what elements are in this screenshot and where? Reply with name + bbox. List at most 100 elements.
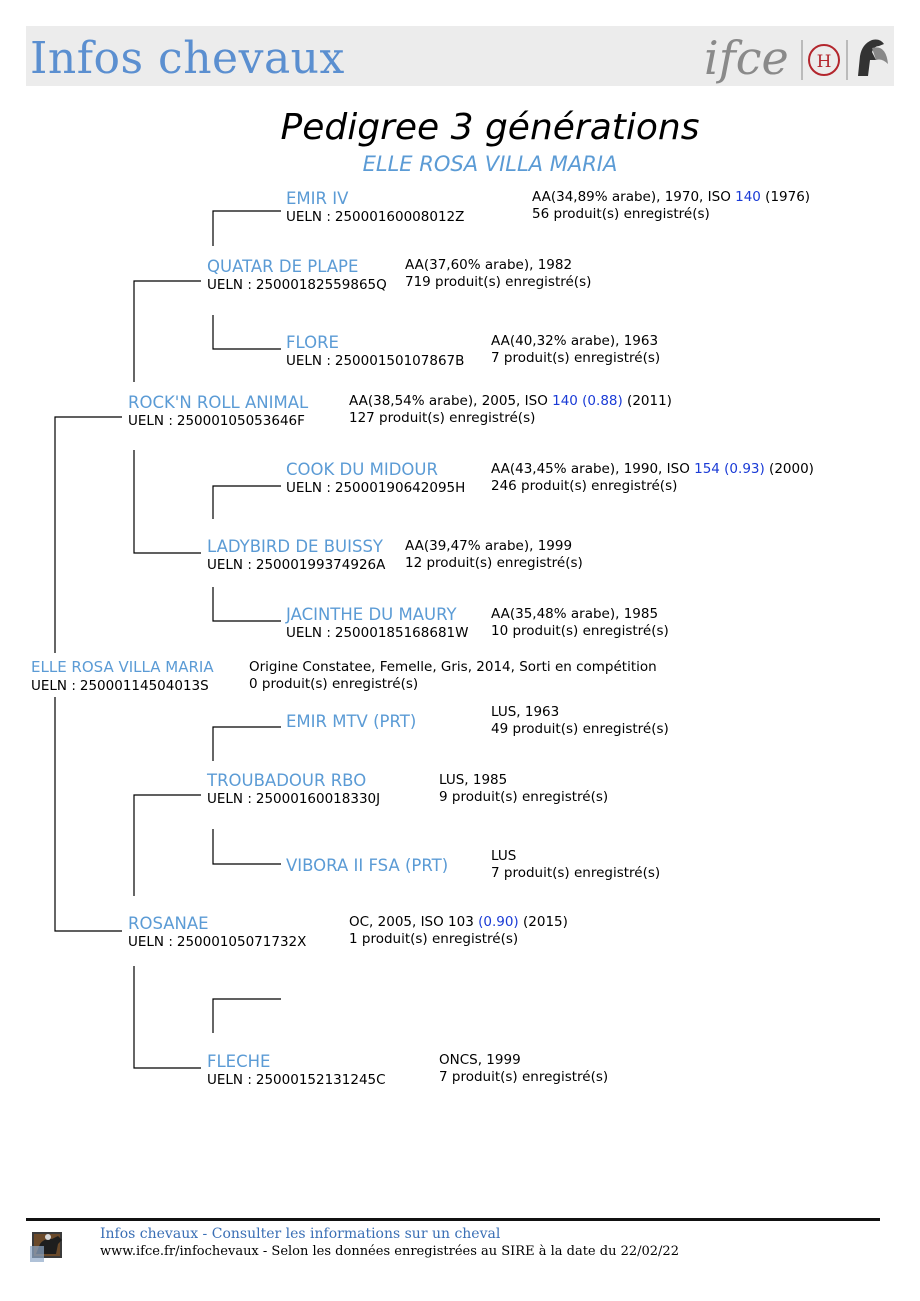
horse-ueln: UELN :25000105071732X <box>128 933 306 951</box>
horse-info-dam-dam: ONCS, 1999 7 produit(s) enregistré(s) <box>439 1052 608 1086</box>
horse-products-count: 9 produit(s) enregistré(s) <box>439 789 609 805</box>
horse-info-sire-sire: AA(37,60% arabe), 1982 719 produit(s) en… <box>405 257 591 291</box>
horse-info-year: (2015) <box>518 914 568 930</box>
horse-sire-dam-sire: COOK DU MIDOUR UELN :25000190642095H <box>286 460 465 497</box>
footer-rule <box>26 1218 880 1221</box>
horse-info-year: (2011) <box>622 393 672 409</box>
ueln-value: 25000199374926A <box>255 557 386 573</box>
horse-name-link[interactable]: EMIR IV <box>286 189 349 208</box>
horse-info-line: LUS, 1963 <box>491 704 560 720</box>
horse-info-dam: OC, 2005, ISO 103 (0.90) (2015) 1 produi… <box>349 914 568 948</box>
ueln-value: 25000152131245C <box>255 1072 386 1088</box>
horse-products-count: 0 produit(s) enregistré(s) <box>249 676 419 692</box>
iso-index-link[interactable]: 154 (0.93) <box>694 461 765 477</box>
horse-dam: ROSANAE UELN :25000105071732X <box>128 914 306 951</box>
horse-name-link[interactable]: QUATAR DE PLAPE <box>207 257 359 276</box>
ueln-value: 25000105053646F <box>176 413 305 429</box>
horse-ueln: UELN :25000199374926A <box>207 556 385 574</box>
horse-ueln: UELN :25000152131245C <box>207 1071 386 1089</box>
horse-name-link[interactable]: ELLE ROSA VILLA MARIA <box>31 658 214 676</box>
header-band <box>26 26 894 86</box>
ueln-value: 25000160018330J <box>255 791 381 807</box>
horse-info-dam-sire: LUS, 1985 9 produit(s) enregistré(s) <box>439 772 608 806</box>
horse-products-count: 12 produit(s) enregistré(s) <box>405 555 583 571</box>
horse-info-sire-dam: AA(39,47% arabe), 1999 12 produit(s) enr… <box>405 538 583 572</box>
horse-info-line: OC, 2005, ISO 103 <box>349 914 479 930</box>
horse-products-count: 7 produit(s) enregistré(s) <box>439 1069 609 1085</box>
horse-dam-sire-sire: EMIR MTV (PRT) <box>286 712 416 731</box>
horse-products-count: 7 produit(s) enregistré(s) <box>491 865 661 881</box>
ueln-label: UELN : <box>286 480 331 496</box>
horse-sire-sire-dam: FLORE UELN :25000150107867B <box>286 333 464 370</box>
horse-sire-sire: QUATAR DE PLAPE UELN :25000182559865Q <box>207 257 387 294</box>
ueln-label: UELN : <box>286 209 331 225</box>
page-subheading: ELLE ROSA VILLA MARIA <box>362 152 618 176</box>
horse-products-count: 719 produit(s) enregistré(s) <box>405 274 592 290</box>
ueln-value: 25000190642095H <box>334 480 466 496</box>
horse-name-link[interactable]: ROCK'N ROLL ANIMAL <box>128 393 309 412</box>
horse-info-sire-sire-sire: AA(34,89% arabe), 1970, ISO 140 (1976) 5… <box>532 189 810 223</box>
ueln-value: 25000185168681W <box>334 625 469 641</box>
ifce-logo[interactable]: ifce H <box>700 30 890 86</box>
horse-dam-sire-dam: VIBORA II FSA (PRT) <box>286 856 448 875</box>
ueln-label: UELN : <box>207 277 252 293</box>
ifce-logo-text: ifce <box>704 31 789 85</box>
iso-index-link[interactable]: 140 (0.88) <box>552 393 623 409</box>
ueln-value: 25000105071732X <box>176 934 307 950</box>
iso-index-link[interactable]: 140 <box>735 189 761 205</box>
horse-info-line: Origine Constatee, Femelle, Gris, 2014, … <box>249 659 657 675</box>
horse-info-line: ONCS, 1999 <box>439 1052 521 1068</box>
horse-products-count: 49 produit(s) enregistré(s) <box>491 721 669 737</box>
ueln-label: UELN : <box>128 413 173 429</box>
horse-info-year: (1976) <box>760 189 811 205</box>
horse-products-count: 7 produit(s) enregistré(s) <box>491 350 661 366</box>
horse-products-count: 10 produit(s) enregistré(s) <box>491 623 669 639</box>
horse-name-link[interactable]: COOK DU MIDOUR <box>286 460 438 479</box>
horse-products-count: 1 produit(s) enregistré(s) <box>349 931 519 947</box>
horse-products-count: 246 produit(s) enregistré(s) <box>491 478 678 494</box>
horse-info-sire-sire-dam: AA(40,32% arabe), 1963 7 produit(s) enre… <box>491 333 660 367</box>
ueln-label: UELN : <box>128 934 173 950</box>
site-title: Infos chevaux <box>30 33 345 84</box>
horse-name-link[interactable]: FLECHE <box>207 1052 271 1071</box>
horse-name-link[interactable]: ROSANAE <box>128 914 209 933</box>
horse-info-dam-sire-sire: LUS, 1963 49 produit(s) enregistré(s) <box>491 704 669 738</box>
horse-info-year: (2000) <box>764 461 814 477</box>
horse-sire-dam: LADYBIRD DE BUISSY UELN :25000199374926A <box>207 537 385 574</box>
horse-info-line: AA(39,47% arabe), 1999 <box>405 538 573 554</box>
horse-ueln: UELN :25000105053646F <box>128 412 308 430</box>
horse-ueln: UELN :25000182559865Q <box>207 276 387 294</box>
ueln-label: UELN : <box>286 625 331 641</box>
horse-name-link[interactable]: LADYBIRD DE BUISSY <box>207 537 384 556</box>
horse-ueln: UELN :25000185168681W <box>286 624 468 642</box>
horse-logo-icon <box>858 39 884 76</box>
horse-ueln: UELN :25000160008012Z <box>286 208 464 226</box>
footer-title-link[interactable]: Infos chevaux - Consulter les informatio… <box>100 1226 501 1242</box>
horse-info-dam-sire-dam: LUS 7 produit(s) enregistré(s) <box>491 848 660 882</box>
horse-info-line: AA(40,32% arabe), 1963 <box>491 333 659 349</box>
horse-info-subject: Origine Constatee, Femelle, Gris, 2014, … <box>249 659 657 693</box>
horse-info-line: AA(34,89% arabe), 1970, ISO <box>532 189 736 205</box>
horse-ueln: UELN :25000160018330J <box>207 790 380 808</box>
page-heading: Pedigree 3 générations <box>280 107 700 148</box>
horse-ueln: UELN :25000114504013S <box>31 677 214 695</box>
iso-index-link[interactable]: (0.90) <box>478 914 519 930</box>
horse-dam-dam: FLECHE UELN :25000152131245C <box>207 1052 386 1089</box>
horse-name-link[interactable]: EMIR MTV (PRT) <box>286 712 417 731</box>
horse-name-link[interactable]: TROUBADOUR RBO <box>207 771 367 790</box>
horse-sire-dam-dam: JACINTHE DU MAURY UELN :25000185168681W <box>286 605 468 642</box>
horse-name-link[interactable]: FLORE <box>286 333 339 352</box>
horse-products-count: 127 produit(s) enregistré(s) <box>349 410 536 426</box>
ueln-value: 25000114504013S <box>79 678 209 694</box>
ueln-label: UELN : <box>286 353 331 369</box>
horse-info-line: AA(37,60% arabe), 1982 <box>405 257 573 273</box>
horse-info-sire: AA(38,54% arabe), 2005, ISO 140 (0.88) (… <box>349 393 672 427</box>
ueln-value: 25000160008012Z <box>334 209 465 225</box>
horse-info-line: AA(35,48% arabe), 1985 <box>491 606 659 622</box>
haras-seal-icon <box>808 44 840 76</box>
horse-name-link[interactable]: VIBORA II FSA (PRT) <box>286 856 449 875</box>
horse-info-line: AA(38,54% arabe), 2005, ISO <box>349 393 553 409</box>
horse-sire-sire-sire: EMIR IV UELN :25000160008012Z <box>286 189 464 226</box>
horse-name-link[interactable]: JACINTHE DU MAURY <box>286 605 457 624</box>
